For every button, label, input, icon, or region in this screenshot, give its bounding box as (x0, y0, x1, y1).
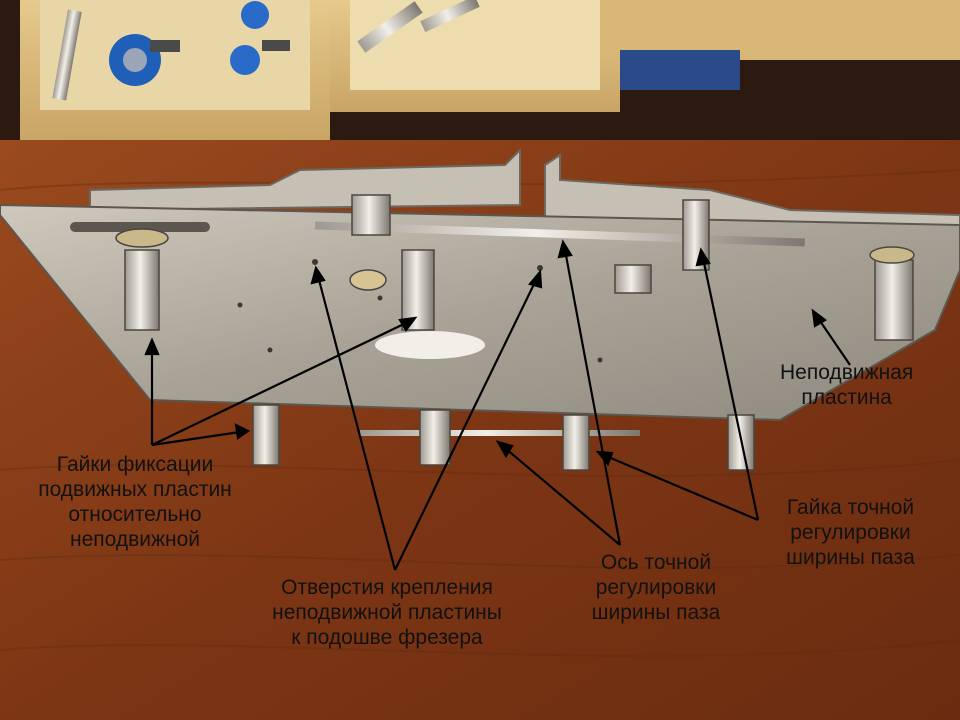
label-axis: Ось точной регулировки ширины паза (566, 550, 746, 625)
label-line: Неподвижная (780, 361, 914, 384)
label-line: ширины паза (786, 546, 915, 569)
label-nut-fine: Гайка точной регулировки ширины паза (758, 495, 943, 570)
label-line: Ось точной (600, 551, 712, 574)
label-line: регулировки (595, 576, 717, 599)
label-line: неподвижной пластины (272, 601, 502, 624)
label-line: неподвижной (69, 528, 201, 551)
label-line: относительно (68, 503, 202, 526)
label-line: Отверстия крепления (281, 576, 493, 599)
label-line: регулировки (790, 521, 911, 544)
fixed-plate (0, 203, 960, 422)
label-line: Гайка точной (786, 496, 915, 519)
router-bits (52, 0, 480, 101)
bit-opening (375, 331, 485, 359)
background (0, 0, 960, 160)
hex-nuts (115, 194, 915, 471)
label-line: пластина (801, 386, 892, 409)
label-line: к подошве фрезера (291, 626, 483, 649)
slot (70, 222, 210, 232)
label-mount-holes: Отверстия крепления неподвижной пластины… (232, 575, 542, 650)
label-line: Гайки фиксации (56, 453, 214, 476)
mount-holes (237, 259, 603, 363)
label-nuts-fixing: Гайки фиксации подвижных пластин относит… (10, 452, 260, 552)
wood-grain (0, 169, 960, 658)
label-fixed-plate: Неподвижная пластина (780, 360, 913, 410)
annotation-arrows (144, 239, 851, 571)
label-line: ширины паза (591, 601, 721, 624)
label-line: подвижных пластин (38, 478, 232, 501)
